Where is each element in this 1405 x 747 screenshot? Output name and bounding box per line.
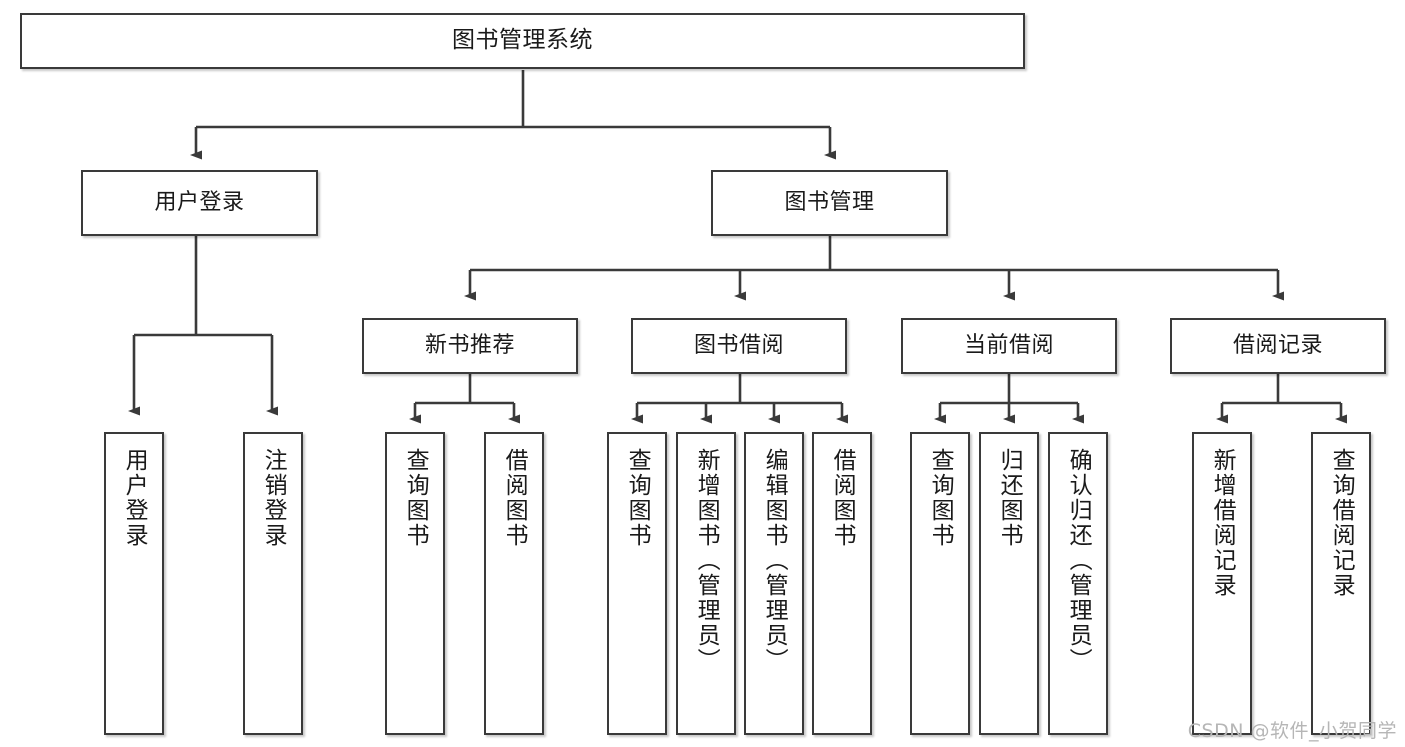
node-borrow-record[interactable]: 借阅记录 bbox=[1170, 318, 1386, 374]
leaf-query-book-3-label: 查询图书 bbox=[927, 448, 954, 548]
node-book-borrow-label: 图书借阅 bbox=[693, 333, 784, 359]
leaf-user-login-label: 用户登录 bbox=[121, 448, 148, 548]
leaf-edit-book-label: 编辑图书（管理员） bbox=[761, 448, 788, 673]
leaf-user-login[interactable]: 用户登录 bbox=[104, 432, 164, 735]
leaf-borrow-book-2[interactable]: 借阅图书 bbox=[812, 432, 872, 735]
leaf-query-book-3[interactable]: 查询图书 bbox=[910, 432, 970, 735]
leaf-user-logout-label: 注销登录 bbox=[260, 448, 287, 548]
leaf-query-book-2-label: 查询图书 bbox=[624, 448, 651, 548]
leaf-query-book-1[interactable]: 查询图书 bbox=[385, 432, 445, 735]
node-root-label: 图书管理系统 bbox=[452, 27, 593, 54]
leaf-borrow-book-2-label: 借阅图书 bbox=[829, 448, 856, 548]
leaf-edit-book[interactable]: 编辑图书（管理员） bbox=[744, 432, 804, 735]
node-user-login[interactable]: 用户登录 bbox=[81, 170, 318, 236]
leaf-add-book[interactable]: 新增图书（管理员） bbox=[676, 432, 736, 735]
leaf-user-logout[interactable]: 注销登录 bbox=[243, 432, 303, 735]
node-current-borrow-label: 当前借阅 bbox=[963, 333, 1054, 359]
node-book-borrow[interactable]: 图书借阅 bbox=[631, 318, 847, 374]
leaf-add-book-label: 新增图书（管理员） bbox=[693, 448, 720, 673]
leaf-return-book-label: 归还图书 bbox=[996, 448, 1023, 548]
leaf-query-book-2[interactable]: 查询图书 bbox=[607, 432, 667, 735]
node-current-borrow[interactable]: 当前借阅 bbox=[901, 318, 1117, 374]
node-new-book-recommend-label: 新书推荐 bbox=[424, 333, 515, 359]
node-root[interactable]: 图书管理系统 bbox=[20, 13, 1025, 69]
leaf-add-record-label: 新增借阅记录 bbox=[1209, 448, 1236, 598]
node-book-manage-label: 图书管理 bbox=[784, 190, 875, 216]
leaf-borrow-book-1-label: 借阅图书 bbox=[501, 448, 528, 548]
node-user-login-label: 用户登录 bbox=[154, 190, 245, 216]
watermark: CSDN @软件_小贺同学 bbox=[1187, 720, 1397, 742]
leaf-add-record[interactable]: 新增借阅记录 bbox=[1192, 432, 1252, 735]
leaf-return-book[interactable]: 归还图书 bbox=[979, 432, 1039, 735]
leaf-query-record-label: 查询借阅记录 bbox=[1328, 448, 1355, 598]
leaf-query-book-1-label: 查询图书 bbox=[402, 448, 429, 548]
node-new-book-recommend[interactable]: 新书推荐 bbox=[362, 318, 578, 374]
leaf-confirm-return-label: 确认归还（管理员） bbox=[1065, 448, 1092, 673]
node-book-manage[interactable]: 图书管理 bbox=[711, 170, 948, 236]
node-borrow-record-label: 借阅记录 bbox=[1232, 333, 1323, 359]
leaf-confirm-return[interactable]: 确认归还（管理员） bbox=[1048, 432, 1108, 735]
leaf-query-record[interactable]: 查询借阅记录 bbox=[1311, 432, 1371, 735]
leaf-borrow-book-1[interactable]: 借阅图书 bbox=[484, 432, 544, 735]
